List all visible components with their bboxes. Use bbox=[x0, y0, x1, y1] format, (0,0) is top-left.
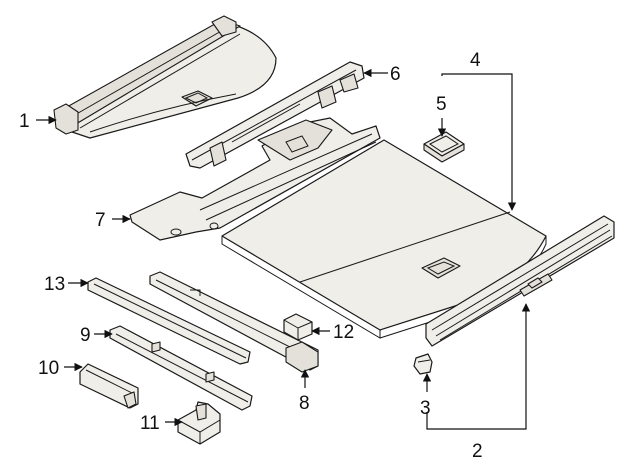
cargo-cover-part bbox=[53, 15, 277, 139]
upper-rail-part bbox=[185, 61, 365, 169]
callout-4: 4 bbox=[470, 50, 481, 71]
callout-7: 7 bbox=[95, 210, 106, 231]
leader-lines bbox=[36, 68, 531, 430]
trim-rail-part bbox=[149, 271, 319, 373]
callout-10: 10 bbox=[38, 358, 59, 379]
callout-6: 6 bbox=[390, 64, 401, 85]
small-block-part bbox=[283, 313, 313, 341]
callout-8: 8 bbox=[299, 393, 310, 414]
callout-9: 9 bbox=[80, 325, 91, 346]
side-panel-part bbox=[129, 117, 381, 241]
callout-1: 1 bbox=[19, 111, 30, 132]
bracket-part bbox=[79, 363, 139, 409]
callout-labels: 1 6 4 5 7 13 9 10 11 12 8 3 2 bbox=[19, 50, 483, 462]
callout-2: 2 bbox=[472, 441, 483, 462]
callout-11: 11 bbox=[140, 413, 160, 434]
callout-5: 5 bbox=[436, 94, 447, 115]
clip-part bbox=[413, 353, 433, 375]
callout-13: 13 bbox=[44, 274, 65, 295]
mount-part bbox=[177, 401, 221, 445]
callout-12: 12 bbox=[333, 322, 354, 343]
sill-plate-part bbox=[425, 215, 615, 347]
callout-3: 3 bbox=[420, 398, 431, 419]
long-strip-part bbox=[87, 277, 251, 365]
floor-handle-cap-part bbox=[423, 131, 465, 163]
